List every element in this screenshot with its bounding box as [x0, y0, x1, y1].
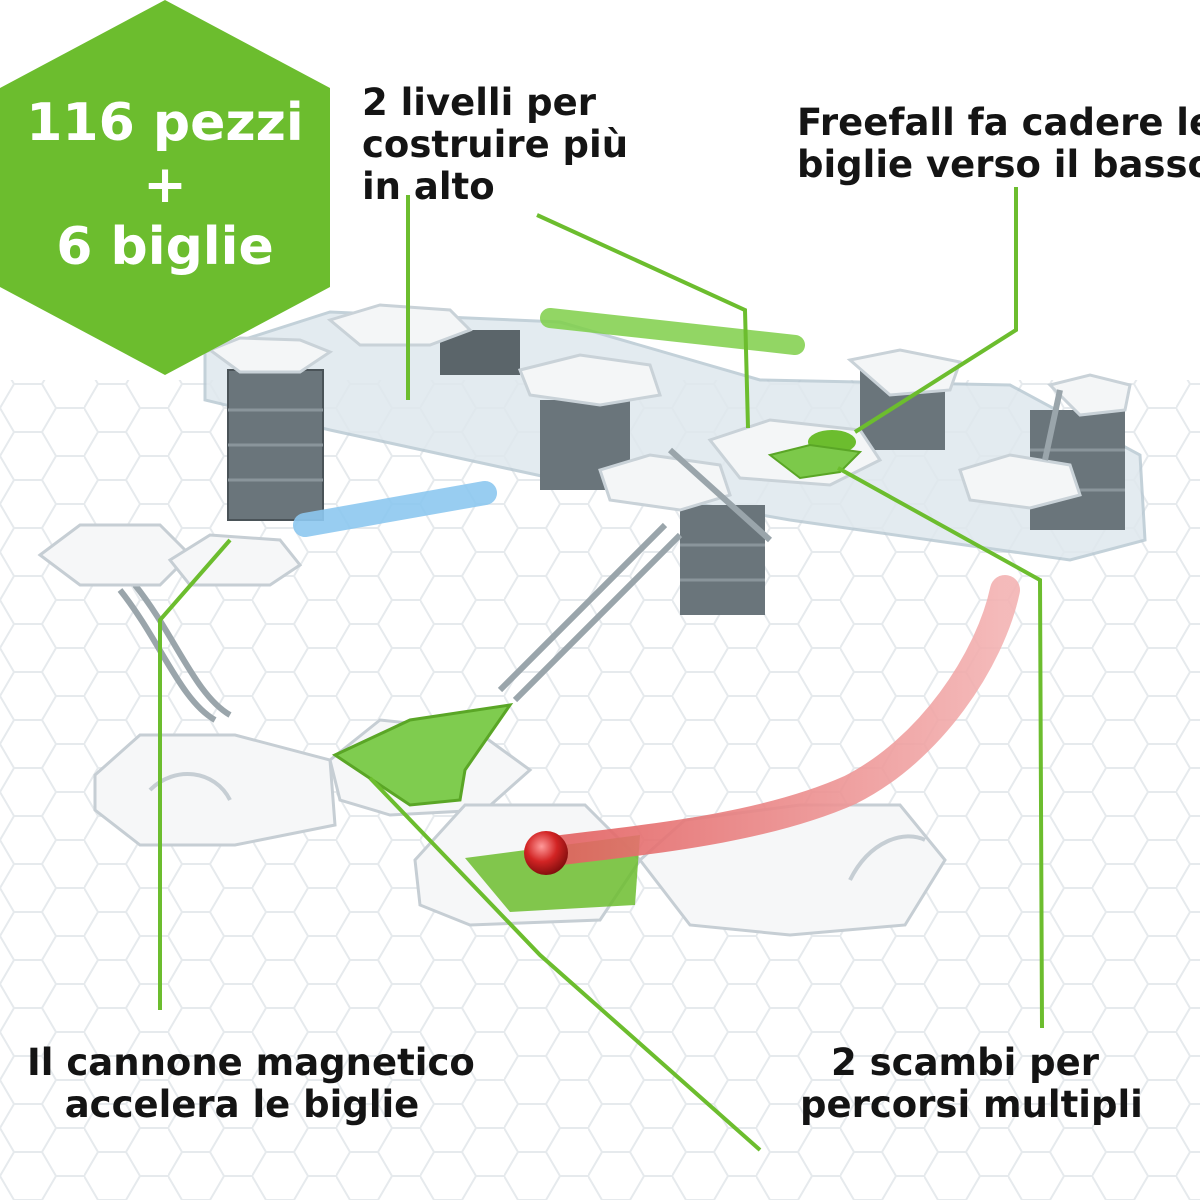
callout-freefall: Freefall fa cadere le biglie verso il ba… — [797, 102, 1200, 186]
callout-levels-line: in alto — [362, 165, 495, 208]
callout-levels: 2 livelli per costruire più in alto — [362, 82, 628, 208]
switch-plate-1 — [331, 703, 514, 807]
callout-levels-line: 2 livelli per — [362, 81, 596, 124]
leader-switch-1 — [837, 466, 1044, 1029]
badge-line-plus: + — [143, 155, 187, 215]
leader-freefall — [853, 187, 1018, 434]
callout-freefall-line: Freefall fa cadere le — [797, 101, 1200, 144]
callout-levels-line: costruire più — [362, 123, 629, 166]
leader-levels-2 — [536, 213, 750, 429]
callout-switches-line: 2 scambi per — [831, 1041, 1099, 1084]
callout-freefall-line: biglie verso il basso — [797, 143, 1200, 186]
callout-cannon: Il cannone magnetico accelera le biglie — [27, 1041, 475, 1126]
badge-hexagon — [0, 0, 330, 375]
callout-cannon-line: accelera le biglie — [64, 1083, 420, 1126]
metal-rails — [117, 389, 1063, 723]
green-tube — [540, 308, 805, 355]
leader-cannon — [158, 538, 232, 1010]
callout-switches: 2 scambi per percorsi multipli — [800, 1041, 1143, 1126]
badge-line-pieces: 116 pezzi — [26, 93, 304, 153]
pieces-badge-text: 116 pezzi + 6 biglie — [0, 92, 330, 278]
callout-switches-line: percorsi multipli — [800, 1083, 1143, 1126]
badge-line-marbles: 6 biglie — [56, 217, 274, 277]
leader-lines — [158, 187, 1044, 1152]
callout-cannon-line: Il cannone magnetico — [27, 1041, 475, 1084]
leader-switch-2 — [368, 776, 762, 1152]
red-marble — [524, 831, 568, 875]
red-tube — [530, 575, 1020, 867]
blue-cannon-tube — [293, 481, 497, 537]
